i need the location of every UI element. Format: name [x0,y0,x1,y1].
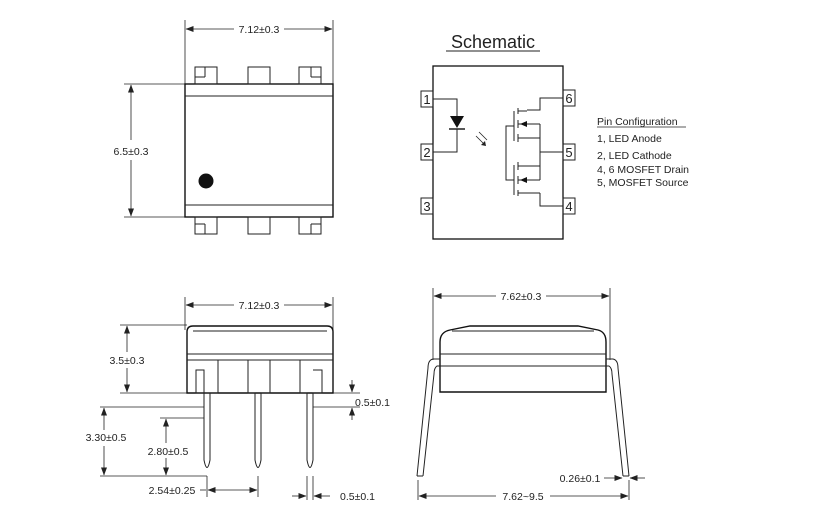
front-view: 7.12±0.3 3.5±0.3 3.30±0.5 2.80±0.5 [86,297,390,503]
pin-number-6: 6 [565,91,572,106]
pin-number-4: 4 [565,199,572,214]
led-diode-symbol [433,98,488,153]
pin-config-line-3: 4, 6 MOSFET Drain [597,164,689,176]
front-pitch-label: 2.54±0.25 [149,485,196,497]
pin-number-2: 2 [423,145,430,160]
front-total-lead-label: 3.30±0.5 [86,432,127,444]
schematic-title: Schematic [451,32,535,52]
side-width-label: 7.62±0.3 [501,291,542,303]
top-view: 7.12±0.3 6.5±0.3 [114,20,334,235]
schematic: Schematic 1 2 3 4 5 6 [420,32,689,240]
front-body-height-label: 3.5±0.3 [110,355,145,367]
pin-config-line-1: 1, LED Anode [597,133,662,145]
package-body-top [184,83,334,218]
pin-config-line-4: 5, MOSFET Source [597,177,689,189]
pin1-indicator-dot [198,173,214,189]
pin-number-1: 1 [423,92,430,107]
front-leads [195,360,323,468]
pin-box-3 [420,197,434,215]
front-lead-width-label: 0.5±0.1 [340,491,375,503]
side-view: 7.62±0.3 0.26±0.1 7.62~9.5 [416,288,645,503]
package-body-side [439,325,607,393]
pin-config-line-2: 2, LED Cathode [597,150,672,162]
pin-number-5: 5 [565,145,572,160]
top-width-label: 7.12±0.3 [239,24,280,36]
top-leads-lower [194,216,322,235]
mosfet-pair-symbol [505,97,563,207]
side-lead-thickness-label: 0.26±0.1 [560,473,601,485]
pin-config-heading: Pin Configuration [597,116,678,128]
top-height-label: 6.5±0.3 [114,146,149,158]
front-lead-length-label: 2.80±0.5 [148,446,189,458]
side-lead-span-label: 7.62~9.5 [502,491,543,503]
top-leads-upper [194,66,322,85]
front-standoff-label: 0.5±0.1 [355,397,390,409]
pin-number-3: 3 [423,199,430,214]
side-leads [416,358,630,477]
front-width-label: 7.12±0.3 [239,300,280,312]
